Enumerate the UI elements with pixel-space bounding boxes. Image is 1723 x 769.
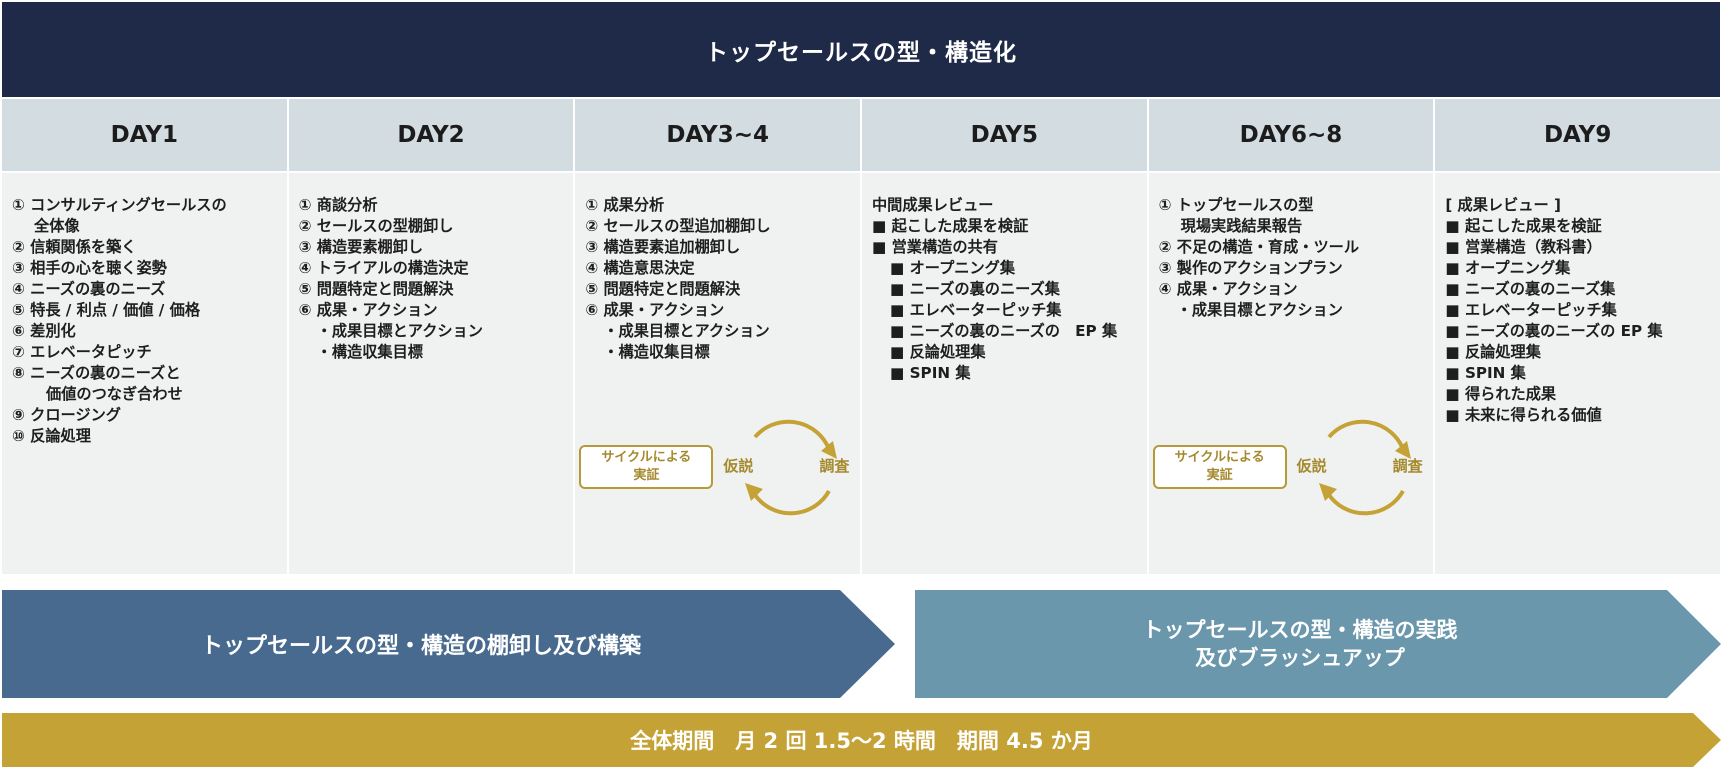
column-body: 中間成果レビュー ■ 起こした成果を検証 ■ 営業構造の共有 ■ オープニング集 ■ ニ… bbox=[861, 173, 1147, 574]
cycle-hypothesis-label: 仮説 bbox=[723, 457, 754, 475]
list-item: 全体像 bbox=[34, 217, 80, 235]
list-item: ■ オープニング集 bbox=[1445, 259, 1571, 277]
cycle-hypothesis-label: 仮説 bbox=[1296, 457, 1327, 475]
list-item: ④ ニーズの裏のニーズ bbox=[12, 280, 166, 298]
cycle-box-line1: サイクルによる bbox=[601, 450, 692, 465]
column-day5: DAY5 中間成果レビュー ■ 起こした成果を検証 ■ 営業構造の共有 ■ オープニン… bbox=[861, 99, 1147, 574]
list-item: ■ ニーズの裏のニーズの EP 集 bbox=[1445, 322, 1663, 340]
list-item: ⑤ 問題特定と問題解決 bbox=[298, 280, 454, 298]
list-item: ③ 構造要素追加棚卸し bbox=[585, 238, 741, 256]
cycle-research-label: 調査 bbox=[819, 457, 850, 475]
cycle-box-line1: サイクルによる bbox=[1174, 450, 1265, 465]
list-item: ② セールスの型棚卸し bbox=[298, 217, 454, 235]
column-header: DAY5 bbox=[861, 99, 1147, 171]
list-item: ■ 反論処理集 bbox=[889, 343, 986, 361]
list-item: ・成果目標とアクション bbox=[603, 322, 770, 340]
list-item: ■ エレベーターピッチ集 bbox=[889, 301, 1062, 319]
list-item: ・成果目標とアクション bbox=[316, 322, 483, 340]
list-item: ■ オープニング集 bbox=[889, 259, 1016, 277]
cycle-arrows-icon bbox=[1318, 419, 1411, 516]
list-item: ④ 構造意思決定 bbox=[585, 259, 695, 277]
list-item: ② 不足の構造・育成・ツール bbox=[1158, 238, 1360, 256]
list-item: ② 信頼関係を築く bbox=[12, 238, 137, 256]
list-item: ■ 営業構造の共有 bbox=[871, 238, 998, 256]
list-item: ⑦ エレベータピッチ bbox=[12, 343, 152, 361]
phase-practice-line2: 及びブラッシュアップ bbox=[1195, 646, 1405, 670]
list-item: ■ 営業構造（教科書） bbox=[1445, 238, 1602, 256]
list-item: ⑤ 特長 / 利点 / 価値 / 価格 bbox=[12, 301, 201, 319]
list-item: ⑥ 成果・アクション bbox=[585, 301, 725, 319]
list-item: 中間成果レビュー bbox=[871, 196, 994, 214]
page-title: トップセールスの型・構造化 bbox=[2, 2, 1720, 97]
arrow-shape-icon bbox=[2, 713, 1721, 767]
column-day9: DAY9 [ 成果レビュー ] ■ 起こした成果を検証 ■ 営業構造（教科書） ■ オ… bbox=[1435, 99, 1720, 574]
phase-practice-arrow: トップセールスの型・構造の実践 及びブラッシュアップ bbox=[915, 590, 1721, 698]
cycle-arrows-icon bbox=[745, 419, 838, 516]
phase-practice-line1: トップセールスの型・構造の実践 bbox=[1142, 618, 1458, 642]
list-item: ⑩ 反論処理 bbox=[12, 427, 91, 445]
list-item: ・成果目標とアクション bbox=[1176, 301, 1343, 319]
list-item: ④ トライアルの構造決定 bbox=[298, 259, 469, 277]
column-body: ① 成果分析 ② セールスの型追加棚卸し ③ 構造要素追加棚卸し ④ 構造意思決定 ⑤ … bbox=[575, 173, 860, 574]
list-item: ■ 反論処理集 bbox=[1445, 343, 1541, 361]
list-item: ③ 相手の心を聴く姿勢 bbox=[12, 259, 167, 277]
column-day2: DAY2 ① 商談分析 ② セールスの型棚卸し ③ 構造要素棚卸し ④ トライアルの構… bbox=[288, 99, 574, 574]
list-item: ■ 起こした成果を検証 bbox=[871, 217, 1029, 235]
list-item: ・構造収集目標 bbox=[316, 343, 423, 361]
cycle-proof-box: サイクルによる 実証 bbox=[1152, 445, 1287, 489]
list-item: 価値のつなぎ合わせ bbox=[46, 385, 183, 403]
period-label: 全体期間 月 2 回 1.5～2 時間 期間 4.5 か月 bbox=[630, 729, 1093, 753]
column-body: ① 商談分析 ② セールスの型棚卸し ③ 構造要素棚卸し ④ トライアルの構造決定 ⑤ … bbox=[288, 173, 574, 574]
list-item: ■ SPIN 集 bbox=[889, 364, 971, 382]
list-item: ■ 起こした成果を検証 bbox=[1445, 217, 1602, 235]
list-item: [ 成果レビュー ] bbox=[1445, 196, 1561, 214]
column-header: DAY6~8 bbox=[1148, 99, 1434, 171]
arrow-shape-icon bbox=[915, 590, 1721, 698]
column-header: DAY1 bbox=[2, 99, 287, 171]
cycle-diagram: サイクルによる 実証 仮説 調査 bbox=[1149, 411, 1435, 521]
cycle-proof-box: サイクルによる 実証 bbox=[579, 445, 714, 489]
list-item: ■ エレベーターピッチ集 bbox=[1445, 301, 1617, 319]
list-item: ■ SPIN 集 bbox=[1445, 364, 1526, 382]
list-item: ① トップセールスの型 bbox=[1158, 196, 1314, 214]
column-header: DAY2 bbox=[288, 99, 574, 171]
list-item: ③ 構造要素棚卸し bbox=[298, 238, 424, 256]
list-item: ⑨ クロージング bbox=[12, 406, 121, 424]
period-arrow: 全体期間 月 2 回 1.5～2 時間 期間 4.5 か月 bbox=[2, 713, 1721, 767]
cycle-diagram: サイクルによる 実証 仮説 調査 bbox=[575, 411, 861, 521]
phase-build-arrow: トップセールスの型・構造の棚卸し及び構築 bbox=[2, 590, 895, 698]
list-item: ■ ニーズの裏のニーズ集 bbox=[889, 280, 1060, 298]
column-day3-4: DAY3~4 ① 成果分析 ② セールスの型追加棚卸し ③ 構造要素追加棚卸し ④ 構… bbox=[575, 99, 860, 574]
list-item: ② セールスの型追加棚卸し bbox=[585, 217, 771, 235]
column-day1: DAY1 ① コンサルティングセールスの全体像 ② 信頼関係を築く ③ 相手の心を聴… bbox=[2, 99, 287, 574]
column-header: DAY3~4 bbox=[575, 99, 860, 171]
column-day6-8: DAY6~8 ① トップセールスの型現場実践結果報告 ② 不足の構造・育成・ツール… bbox=[1148, 99, 1435, 574]
list-item: 現場実践結果報告 bbox=[1180, 217, 1303, 235]
list-item: ■ 未来に得られる価値 bbox=[1445, 406, 1602, 424]
list-item: ⑧ ニーズの裏のニーズと bbox=[12, 364, 181, 382]
column-body: ① コンサルティングセールスの全体像 ② 信頼関係を築く ③ 相手の心を聴く姿勢 ④ … bbox=[2, 173, 287, 574]
list-item: ① 商談分析 bbox=[298, 196, 378, 214]
list-item: ⑥ 成果・アクション bbox=[298, 301, 438, 319]
list-item: ■ 得られた成果 bbox=[1445, 385, 1557, 403]
list-item: ① 成果分析 bbox=[585, 196, 665, 214]
column-header: DAY9 bbox=[1435, 99, 1720, 171]
cycle-box-line2: 実証 bbox=[633, 468, 660, 483]
day-columns: DAY1 ① コンサルティングセールスの全体像 ② 信頼関係を築く ③ 相手の心を聴… bbox=[2, 99, 1720, 574]
cycle-box-line2: 実証 bbox=[1206, 468, 1233, 483]
list-item: ④ 成果・アクション bbox=[1158, 280, 1298, 298]
list-item: ■ ニーズの裏のニーズの EP 集 bbox=[889, 322, 1118, 340]
arrow-shape-icon bbox=[2, 590, 895, 698]
phase-build-label: トップセールスの型・構造の棚卸し及び構築 bbox=[200, 634, 641, 659]
list-item: ① コンサルティングセールスの bbox=[12, 196, 227, 214]
cycle-research-label: 調査 bbox=[1392, 457, 1423, 475]
column-body: [ 成果レビュー ] ■ 起こした成果を検証 ■ 営業構造（教科書） ■ オープニング… bbox=[1435, 173, 1720, 574]
list-item: ・構造収集目標 bbox=[603, 343, 710, 361]
list-item: ⑥ 差別化 bbox=[12, 322, 76, 340]
list-item: ⑤ 問題特定と問題解決 bbox=[585, 280, 741, 298]
list-item: ③ 製作のアクションプラン bbox=[1158, 259, 1343, 277]
list-item: ■ ニーズの裏のニーズ集 bbox=[1445, 280, 1616, 298]
